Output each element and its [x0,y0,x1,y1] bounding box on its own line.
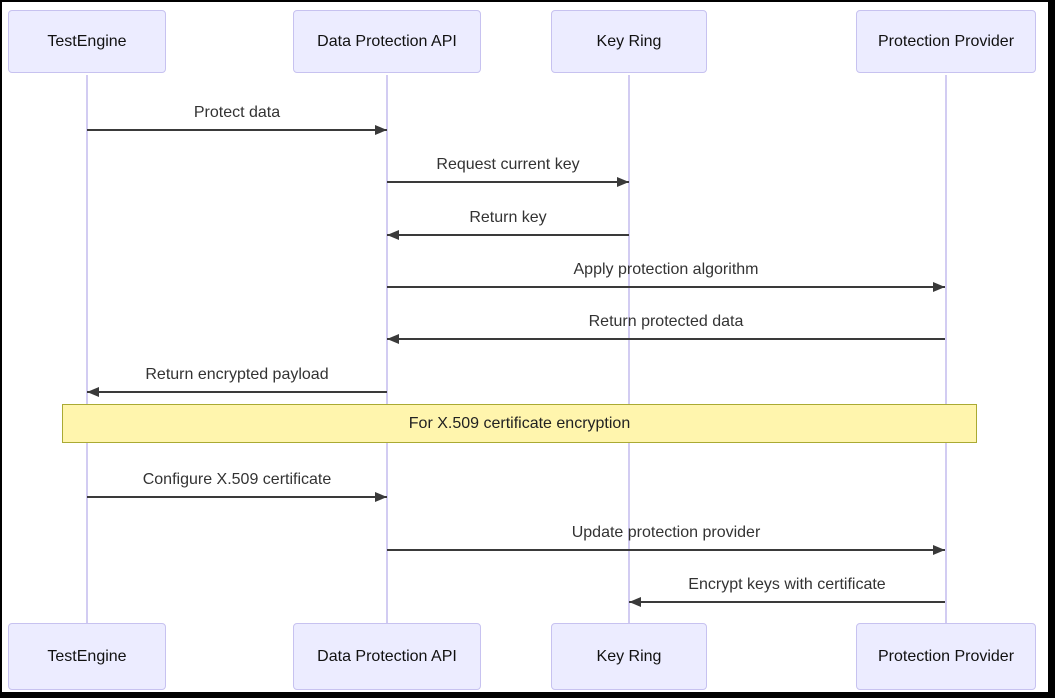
actor-box-key-ring-top: Key Ring [551,10,707,73]
actor-box-key-ring-bottom: Key Ring [551,623,707,690]
arrowhead-left-icon [629,597,641,607]
arrowhead-left-icon [387,230,399,240]
message-label: Return protected data [588,313,744,330]
message-apply-protection-algorithm: Apply protection algorithm [387,261,945,292]
arrowhead-left-icon [387,334,399,344]
arrowhead-right-icon [375,125,387,135]
actor-box-protection-provider-top: Protection Provider [856,10,1036,73]
message-label: Protect data [193,104,281,121]
arrowhead-right-icon [933,282,945,292]
actor-box-testengine-top: TestEngine [8,10,166,73]
message-label: Apply protection algorithm [573,261,759,278]
actor-label: Key Ring [596,647,662,665]
message-line [387,181,629,183]
message-line [87,496,387,498]
message-label: Request current key [436,156,580,173]
message-line [629,601,945,603]
actor-label: Data Protection API [317,647,457,665]
message-encrypt-keys-with-certificate: Encrypt keys with certificate [629,576,945,607]
actor-box-data-protection-api-bottom: Data Protection API [293,623,481,690]
message-return-encrypted-payload: Return encrypted payload [87,366,387,397]
message-label: Return encrypted payload [145,366,329,383]
actor-label: Protection Provider [877,647,1015,665]
actor-label: TestEngine [47,647,127,665]
message-label: Return key [469,209,547,226]
lifeline-data-protection-api [386,75,388,623]
note-banner: For X.509 certificate encryption [62,404,977,443]
message-return-protected-data: Return protected data [387,313,945,344]
message-request-current-key: Request current key [387,156,629,187]
message-line [387,286,945,288]
lifeline-key-ring [628,75,630,623]
arrowhead-right-icon [933,545,945,555]
message-update-protection-provider: Update protection provider [387,524,945,555]
message-line [87,129,387,131]
arrowhead-right-icon [375,492,387,502]
note-label: For X.509 certificate encryption [408,414,631,432]
message-label: Encrypt keys with certificate [688,576,886,593]
actor-box-testengine-bottom: TestEngine [8,623,166,690]
message-line [387,234,629,236]
message-return-key: Return key [387,209,629,240]
actor-box-protection-provider-bottom: Protection Provider [856,623,1036,690]
actor-box-data-protection-api-top: Data Protection API [293,10,481,73]
arrowhead-right-icon [617,177,629,187]
actor-label: TestEngine [47,32,127,50]
lifeline-protection-provider [945,75,947,623]
message-protect-data: Protect data [87,104,387,135]
actor-label: Protection Provider [877,32,1015,50]
message-label: Update protection provider [571,524,761,541]
message-line [387,338,945,340]
arrowhead-left-icon [87,387,99,397]
message-label: Configure X.509 certificate [142,471,332,488]
lifeline-testengine [86,75,88,623]
actor-label: Key Ring [596,32,662,50]
actor-label: Data Protection API [317,32,457,50]
message-line [87,391,387,393]
message-configure-x509-certificate: Configure X.509 certificate [87,471,387,502]
message-line [387,549,945,551]
